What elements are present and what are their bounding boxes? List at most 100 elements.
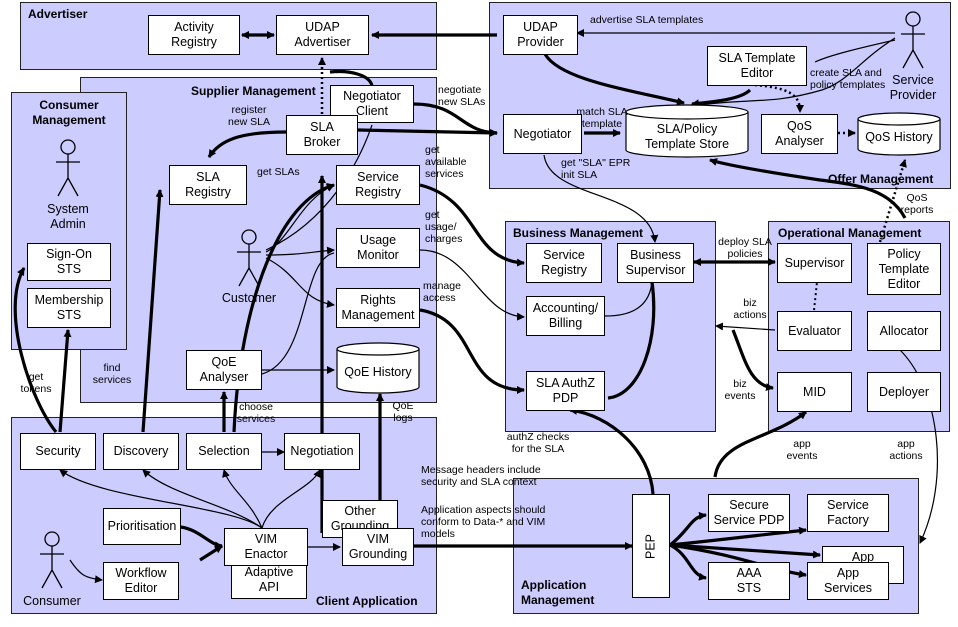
usage-monitor-box[interactable]: Usage Monitor: [336, 228, 420, 268]
vim-grounding-box[interactable]: VIM Grounding: [342, 528, 414, 566]
app-events-label: app events: [786, 438, 818, 463]
get-available-services-label: get available services: [425, 144, 467, 181]
secure-service-pdp-box[interactable]: Secure Service PDP: [708, 494, 790, 532]
evaluator-to-mid: [731, 329, 774, 392]
biz-actions-label: biz actions: [733, 297, 767, 322]
sla-policy-store-cylinder[interactable]: [625, 104, 749, 158]
udap-advertiser-box[interactable]: UDAP Advertiser: [276, 15, 369, 55]
customer-to-usage: [265, 246, 335, 256]
sla-authz-pdp-box[interactable]: SLA AuthZ PDP: [526, 371, 605, 411]
service-provider-label: Service Provider: [889, 73, 937, 102]
deployer-box[interactable]: Deployer: [867, 372, 941, 412]
application-aspects-label: Application aspects should conform to Da…: [421, 504, 546, 541]
broker-to-negotiator: [357, 128, 498, 137]
sla-template-editor-box[interactable]: SLA Template Editor: [707, 46, 807, 86]
security-to-signon: [13, 267, 58, 434]
manage-access-label: manage access: [423, 280, 461, 305]
offer-management-title: Offer Management: [828, 172, 934, 186]
application-management-title: Application Management: [521, 578, 595, 607]
customer-actor-icon: [237, 229, 261, 287]
match-sla-template-label: match SLA template: [576, 106, 628, 131]
prioritisation-box[interactable]: Prioritisation: [103, 508, 181, 545]
supervisor-box[interactable]: Supervisor: [777, 243, 852, 283]
negotiation-to-service-registry: [232, 183, 335, 433]
qoe-logs-label: QoE logs: [392, 400, 414, 425]
consumer-to-workflow: [69, 559, 103, 584]
client-application-title: Client Application: [316, 594, 418, 608]
service-registry-to-biz: [419, 183, 525, 267]
provider-to-store: [543, 53, 685, 106]
mid-box[interactable]: MID: [777, 372, 852, 412]
business-management-title: Business Management: [513, 226, 644, 240]
vim-to-security: [59, 469, 263, 529]
sla-registry-box[interactable]: SLA Registry: [169, 165, 247, 205]
accounting-billing-box[interactable]: Accounting/ Billing: [526, 296, 605, 336]
vim-enactor-box[interactable]: VIM Enactor: [224, 528, 308, 566]
customer-to-service-registry: [265, 184, 335, 253]
pep-to-appsvc: [669, 543, 807, 578]
editor-qos-dotted: [754, 83, 804, 113]
choose-services-label: choose services: [236, 401, 276, 426]
workflow-editor-box[interactable]: Workflow Editor: [103, 562, 179, 600]
security-box[interactable]: Security: [20, 433, 96, 470]
editor-to-store: [691, 88, 752, 108]
consumer-actor-icon: [40, 531, 64, 589]
bizsup-to-accounting: [604, 281, 653, 317]
rights-management-box[interactable]: Rights Management: [336, 288, 420, 328]
qos-history-label: QoS History: [865, 129, 933, 144]
deploy-sla-policies-label: deploy SLA policies: [718, 236, 772, 261]
negotiator-client-box[interactable]: Negotiator Client: [330, 85, 414, 123]
find-services-label: find services: [92, 362, 132, 387]
consumer-label: Consumer: [23, 594, 81, 608]
discovery-to-sla-registry: [141, 189, 164, 433]
customer-label: Customer: [221, 291, 277, 305]
qoe-history-cylinder[interactable]: [336, 342, 420, 394]
membership-sts-box[interactable]: Membership STS: [27, 288, 111, 328]
adaptive-api-box[interactable]: Adaptive API: [231, 561, 307, 599]
rights-to-authz: [419, 308, 525, 394]
qoe-analyser-box[interactable]: QoE Analyser: [186, 350, 262, 390]
discovery-box[interactable]: Discovery: [103, 433, 179, 470]
qos-reports-dotted: [878, 159, 907, 243]
get-slas-label: get SLAs: [257, 166, 300, 178]
aaa-sts-box[interactable]: AAA STS: [708, 562, 790, 600]
sp-create-templates: [699, 37, 896, 106]
qos-history-cylinder[interactable]: [857, 112, 941, 156]
udap-provider-box[interactable]: UDAP Provider: [503, 15, 578, 55]
app-services-box[interactable]: App Services: [807, 562, 889, 600]
evaluator-to-bizsup: [715, 322, 776, 331]
activity-registry-box[interactable]: Activity Registry: [148, 15, 240, 55]
service-registry-sm-box[interactable]: Service Registry: [336, 165, 420, 205]
pep-to-authz: [569, 406, 655, 495]
negclient-to-negotiator: [413, 102, 498, 135]
negclient-to-broker: [329, 69, 374, 87]
system-admin-actor-icon: [56, 139, 80, 197]
vim-to-selection: [222, 469, 263, 529]
sla-broker-box[interactable]: SLA Broker: [286, 115, 358, 155]
qoe-history-label: QoE History: [344, 364, 412, 379]
message-headers-label: Message headers include security and SLA…: [421, 464, 541, 489]
allocator-box[interactable]: Allocator: [867, 311, 941, 351]
pep-to-aaa: [669, 543, 707, 581]
negotiator-box[interactable]: Negotiator: [503, 114, 582, 154]
sign-on-sts-box[interactable]: Sign-On STS: [27, 243, 111, 281]
get-usage-charges-label: get usage/ charges: [425, 209, 463, 246]
customer-to-rights: [265, 257, 335, 308]
service-factory-box[interactable]: Service Factory: [807, 494, 889, 532]
consumer-management-title: Consumer Management: [32, 98, 106, 127]
service-registry-bm-box[interactable]: Service Registry: [526, 243, 602, 283]
get-tokens-label: get tokens: [20, 371, 52, 396]
evaluator-box[interactable]: Evaluator: [777, 311, 852, 351]
negotiator-to-bizsup: [543, 154, 659, 243]
create-sla-templates-label: create SLA and policy templates: [810, 67, 886, 92]
advertiser-title: Advertiser: [28, 7, 88, 21]
policy-template-editor-box[interactable]: Policy Template Editor: [867, 243, 941, 295]
pep-box[interactable]: PEP: [632, 494, 670, 598]
qos-analyser-box[interactable]: QoS Analyser: [761, 114, 838, 154]
business-supervisor-box[interactable]: Business Supervisor: [617, 243, 694, 283]
security-to-membership: [58, 329, 72, 433]
advertise-sla-templates-label: advertise SLA templates: [590, 14, 704, 26]
negotiation-box[interactable]: Negotiation: [284, 433, 360, 470]
selection-box[interactable]: Selection: [186, 433, 262, 470]
